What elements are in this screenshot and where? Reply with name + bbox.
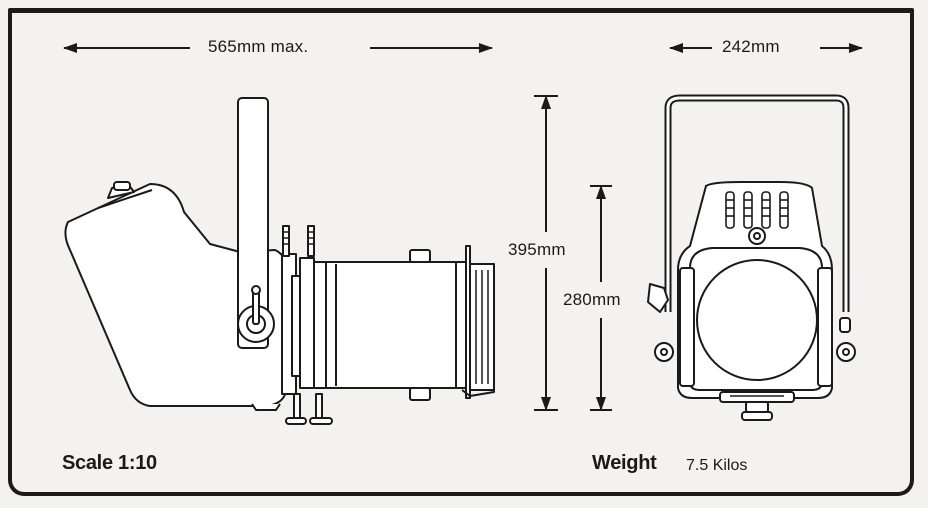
front-view-drawing — [647, 94, 856, 421]
weight-label: Weight — [592, 452, 657, 474]
width-dimension-label: 242mm — [722, 37, 780, 56]
side-view-drawing — [64, 97, 495, 425]
drawing-frame — [8, 8, 914, 496]
height-overall-dimension-label: 395mm — [508, 240, 566, 259]
length-dimension-label: 565mm max. — [208, 37, 309, 56]
weight-value: 7.5 Kilos — [686, 457, 748, 474]
scale-label: Scale 1:10 — [62, 452, 157, 474]
height-body-dimension-label: 280mm — [563, 290, 621, 309]
